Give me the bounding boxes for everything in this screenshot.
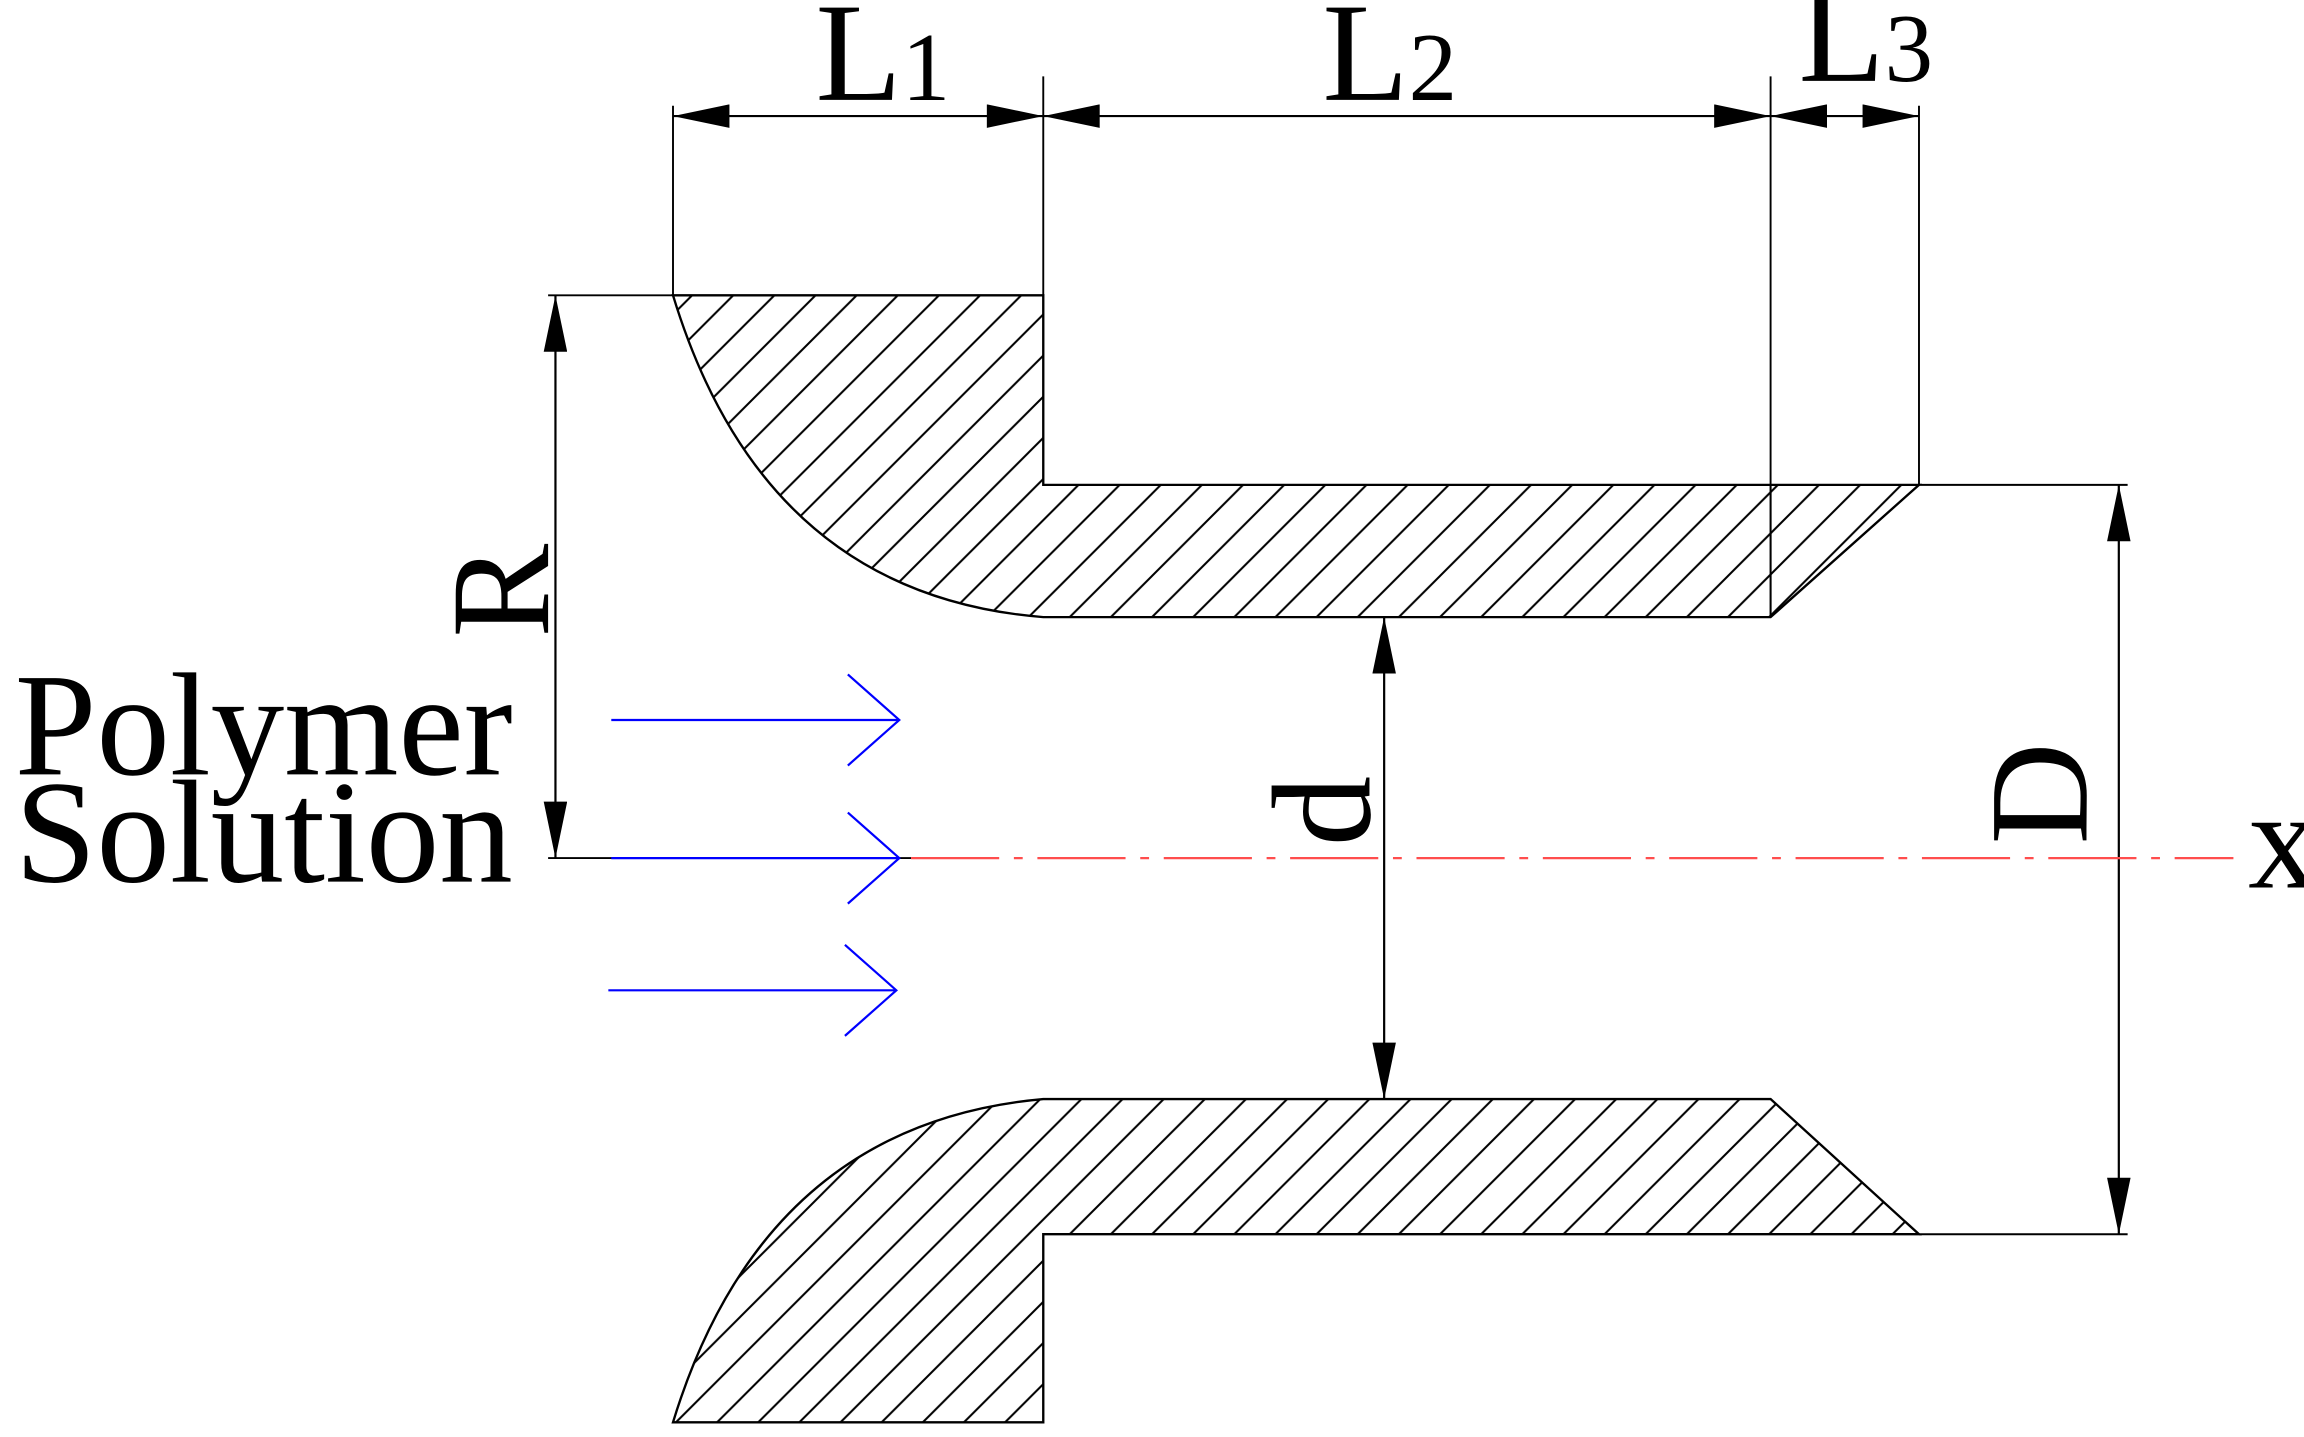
flow-arrow-bottom (608, 943, 898, 1037)
label-r: R (422, 544, 579, 638)
label-l1: L1 (816, 0, 951, 131)
label-big-d: D (1960, 742, 2117, 844)
label-inlet-line2: Solution (15, 751, 513, 914)
label-x-axis: x (2248, 761, 2304, 918)
extension-lines (548, 76, 2128, 1236)
lower-wall-section (671, 1097, 1923, 1424)
upper-wall-section (671, 294, 1923, 619)
flow-arrow-middle (611, 811, 901, 905)
flow-arrow-top (611, 673, 901, 767)
label-l2: L2 (1322, 0, 1457, 131)
dimension-lines (543, 104, 2131, 1235)
label-l3: L3 (1799, 0, 1934, 112)
label-inlet-line1: Polymer (15, 643, 513, 806)
label-d: d (1243, 776, 1400, 847)
flow-arrows (608, 673, 901, 1037)
